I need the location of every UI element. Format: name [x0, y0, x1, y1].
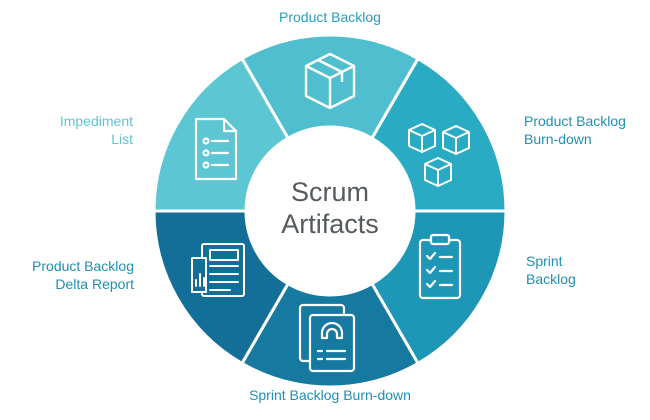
clipboard-checklist-icon — [418, 233, 462, 300]
sector-product-backlog-delta-report — [152, 209, 291, 366]
label-product-backlog: Product Backlog — [279, 9, 381, 25]
sector-sprint-backlog — [369, 209, 508, 366]
center-title-line1: Scrum — [290, 177, 369, 207]
box-icon — [304, 52, 356, 110]
center-circle — [247, 128, 413, 294]
document-list-icon — [194, 117, 238, 181]
label-sprint-backlog: Sprint Backlog — [526, 253, 576, 287]
center-title-line2: Artifacts — [281, 209, 379, 239]
center-title: Scrum Artifacts — [255, 176, 405, 240]
report-chart-icon — [191, 243, 245, 297]
id-card-icon — [298, 303, 356, 373]
sector-impediment-list — [152, 56, 291, 213]
sector-product-backlog-burn-down — [369, 56, 508, 213]
label-product-backlog-burn-down: Product Backlog Burn-down — [524, 113, 626, 147]
label-product-backlog-delta-report: Product Backlog Delta Report — [32, 258, 134, 292]
boxes-icon — [408, 123, 470, 187]
label-impediment-list: Impediment List — [59, 113, 133, 147]
label-sprint-backlog-burn-down: Sprint Backlog Burn-down — [249, 387, 411, 403]
